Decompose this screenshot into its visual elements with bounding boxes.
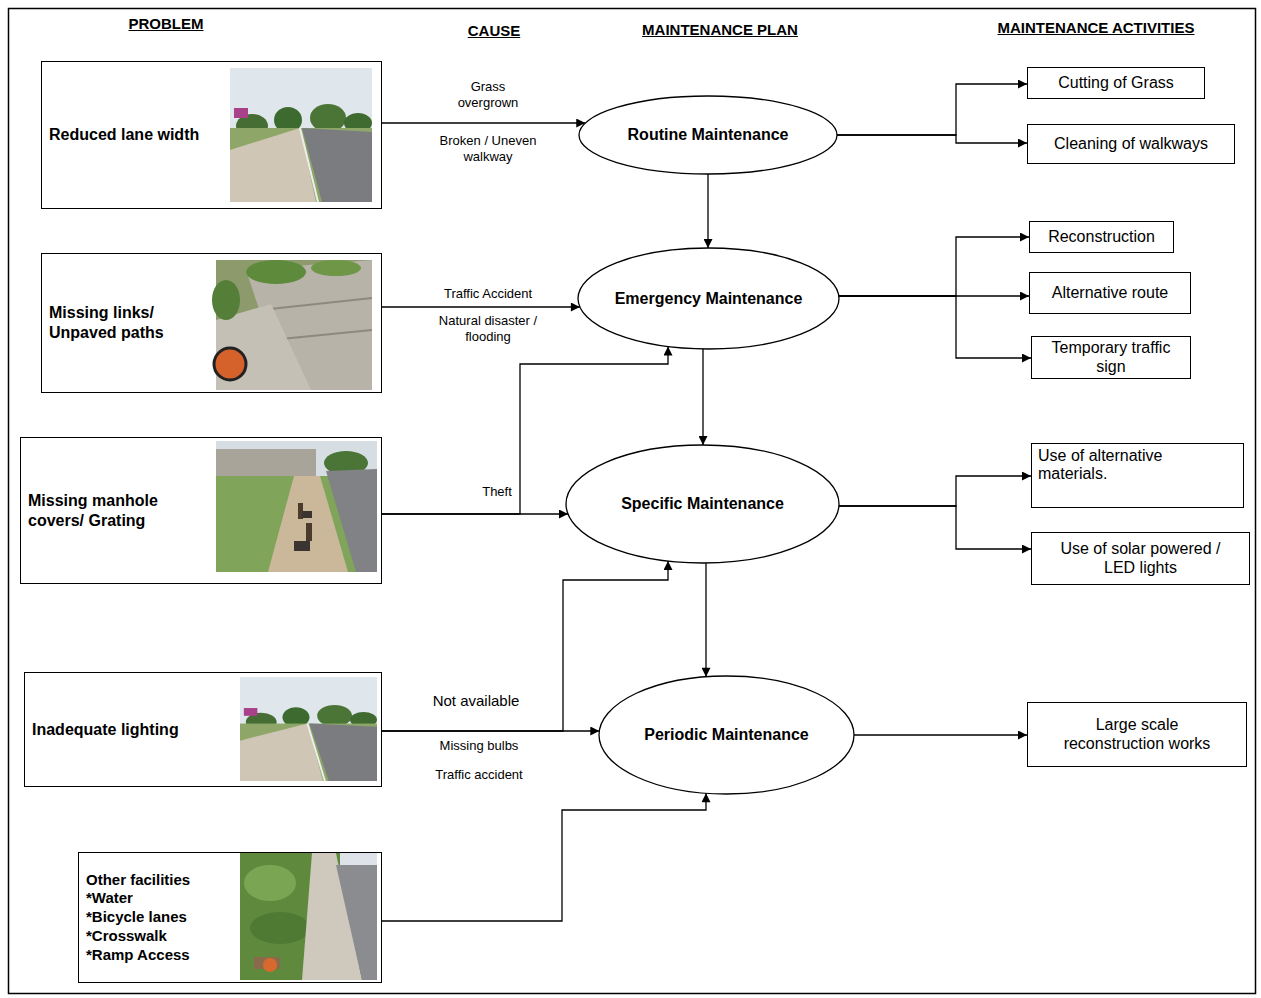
column-header: PROBLEM bbox=[56, 15, 276, 33]
activity-box: Cleaning of walkways bbox=[1027, 124, 1235, 164]
ellipse-shape bbox=[578, 248, 839, 349]
activity-box: Use of solar powered / LED lights bbox=[1031, 532, 1250, 585]
connector-arrow bbox=[837, 135, 1027, 143]
column-header: CAUSE bbox=[414, 22, 574, 40]
connector-arrow bbox=[839, 506, 1031, 549]
manhole-photo bbox=[216, 441, 377, 572]
problem-text: *Water bbox=[86, 889, 236, 908]
connector-arrow bbox=[839, 237, 1029, 296]
problem-text: Other facilities bbox=[86, 871, 236, 890]
measuring-wheel bbox=[214, 348, 246, 380]
activity-text: Large scale reconstruction works bbox=[1052, 716, 1222, 753]
wall bbox=[216, 449, 316, 477]
sky bbox=[230, 68, 372, 202]
connector-arrow bbox=[837, 84, 1027, 135]
problem-box: Inadequate lighting bbox=[24, 672, 382, 787]
road-photo bbox=[240, 677, 377, 781]
problem-text: Missing manhole covers/ Grating bbox=[28, 491, 208, 531]
bush bbox=[250, 912, 310, 944]
cause-label: Broken / Uneven walkway bbox=[432, 133, 544, 164]
problem-box: Reduced lane width bbox=[41, 61, 382, 209]
cause-label: Missing bulbs bbox=[419, 738, 539, 754]
cause-label: Traffic Accident bbox=[418, 286, 558, 302]
connector-arrow bbox=[382, 122, 585, 123]
plan-text: Periodic Maintenance bbox=[644, 725, 809, 744]
sky bbox=[240, 677, 377, 781]
open-drain bbox=[302, 511, 312, 518]
activity-text: Alternative route bbox=[1052, 284, 1169, 302]
activity-text: Cutting of Grass bbox=[1058, 74, 1174, 92]
tree bbox=[310, 104, 346, 132]
activity-box: Temporary traffic sign bbox=[1031, 336, 1191, 379]
road-photo bbox=[230, 68, 372, 202]
tree bbox=[317, 705, 352, 727]
weeds bbox=[212, 280, 240, 320]
problem-text: Inadequate lighting bbox=[32, 720, 232, 740]
curb bbox=[308, 724, 325, 781]
connector-arrow bbox=[839, 296, 1031, 358]
cause-label: Grass overgrown bbox=[443, 79, 533, 110]
activity-box: Reconstruction bbox=[1029, 221, 1174, 253]
plan-ellipse: Emergency Maintenance bbox=[577, 247, 840, 350]
sign bbox=[234, 108, 248, 118]
problem-text: Missing links/ Unpaved paths bbox=[49, 303, 214, 343]
step-edge bbox=[261, 298, 372, 310]
activity-box: Alternative route bbox=[1029, 272, 1191, 314]
frame bbox=[9, 9, 1256, 994]
weeds bbox=[246, 260, 306, 284]
grass bbox=[230, 128, 372, 202]
curb bbox=[300, 128, 318, 202]
plan-text: Specific Maintenance bbox=[621, 494, 784, 513]
column-header: MAINTENANCE PLAN bbox=[595, 21, 845, 39]
activity-text: Temporary traffic sign bbox=[1041, 339, 1181, 376]
plan-ellipse: Specific Maintenance bbox=[565, 444, 840, 564]
connector-arrow bbox=[382, 793, 706, 921]
connector-arrow bbox=[382, 306, 580, 307]
problem-box: Missing links/ Unpaved paths bbox=[41, 253, 382, 393]
measuring-wheel bbox=[263, 958, 277, 972]
problem-text: Reduced lane width bbox=[49, 125, 224, 145]
sky bbox=[216, 441, 377, 572]
ellipse-shape bbox=[579, 96, 837, 174]
problem-text: *Ramp Access bbox=[86, 946, 236, 965]
vegetation bbox=[240, 853, 377, 980]
connector-arrow bbox=[854, 734, 1027, 735]
problem-text: *Bicycle lanes bbox=[86, 908, 236, 927]
open-drain bbox=[294, 541, 310, 551]
grass bbox=[240, 724, 377, 781]
bush bbox=[244, 865, 296, 901]
activity-box: Cutting of Grass bbox=[1027, 67, 1205, 99]
connector-arrow bbox=[707, 174, 708, 248]
ellipse-shape bbox=[566, 445, 839, 563]
cause-label: Traffic accident bbox=[419, 767, 539, 783]
plan-ellipse: Routine Maintenance bbox=[578, 95, 838, 175]
activity-box: Large scale reconstruction works bbox=[1027, 702, 1247, 767]
connector-arrow bbox=[702, 349, 703, 445]
problem-box: Missing manhole covers/ Grating bbox=[20, 437, 382, 584]
problem-box: Other facilities*Water*Bicycle lanes*Cro… bbox=[78, 852, 382, 983]
sign bbox=[244, 708, 258, 716]
activity-text: Reconstruction bbox=[1048, 228, 1155, 246]
post bbox=[306, 523, 312, 541]
activity-text: Use of alternative materials. bbox=[1038, 447, 1218, 484]
activity-text: Cleaning of walkways bbox=[1054, 135, 1208, 153]
ellipse-shape bbox=[599, 676, 854, 794]
activity-text: Use of solar powered / LED lights bbox=[1051, 540, 1231, 577]
facilities-photo bbox=[240, 853, 377, 980]
path-photo bbox=[212, 260, 372, 390]
plan-text: Emergency Maintenance bbox=[615, 289, 803, 308]
activity-box: Use of alternative materials. bbox=[1031, 443, 1244, 508]
cause-label: Theft bbox=[467, 484, 527, 500]
cause-label: Not available bbox=[411, 692, 541, 710]
plan-ellipse: Periodic Maintenance bbox=[598, 675, 855, 795]
walkway bbox=[268, 476, 348, 572]
column-header: MAINTENANCE ACTIVITIES bbox=[961, 19, 1231, 37]
connector-arrow bbox=[839, 476, 1031, 506]
weeds bbox=[311, 260, 361, 276]
problem-text: *Crosswalk bbox=[86, 927, 236, 946]
road bbox=[336, 865, 377, 980]
plan-text: Routine Maintenance bbox=[628, 125, 789, 144]
cause-label: Natural disaster / flooding bbox=[427, 313, 549, 344]
connector-arrow bbox=[705, 563, 706, 677]
